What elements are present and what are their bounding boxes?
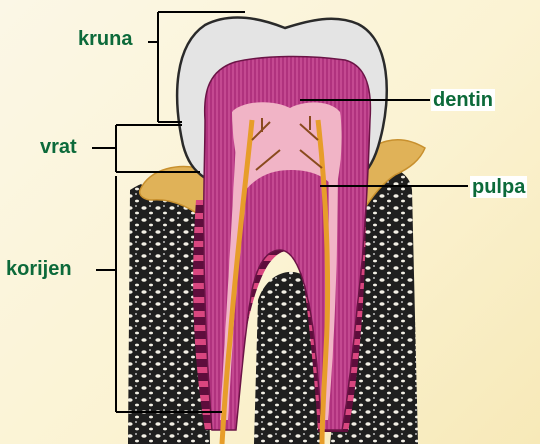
label-dentin: dentin: [431, 89, 495, 111]
label-pulp: pulpa: [470, 176, 527, 198]
label-neck: vrat: [40, 136, 77, 158]
label-crown: kruna: [78, 28, 132, 50]
label-root: korijen: [6, 258, 72, 280]
